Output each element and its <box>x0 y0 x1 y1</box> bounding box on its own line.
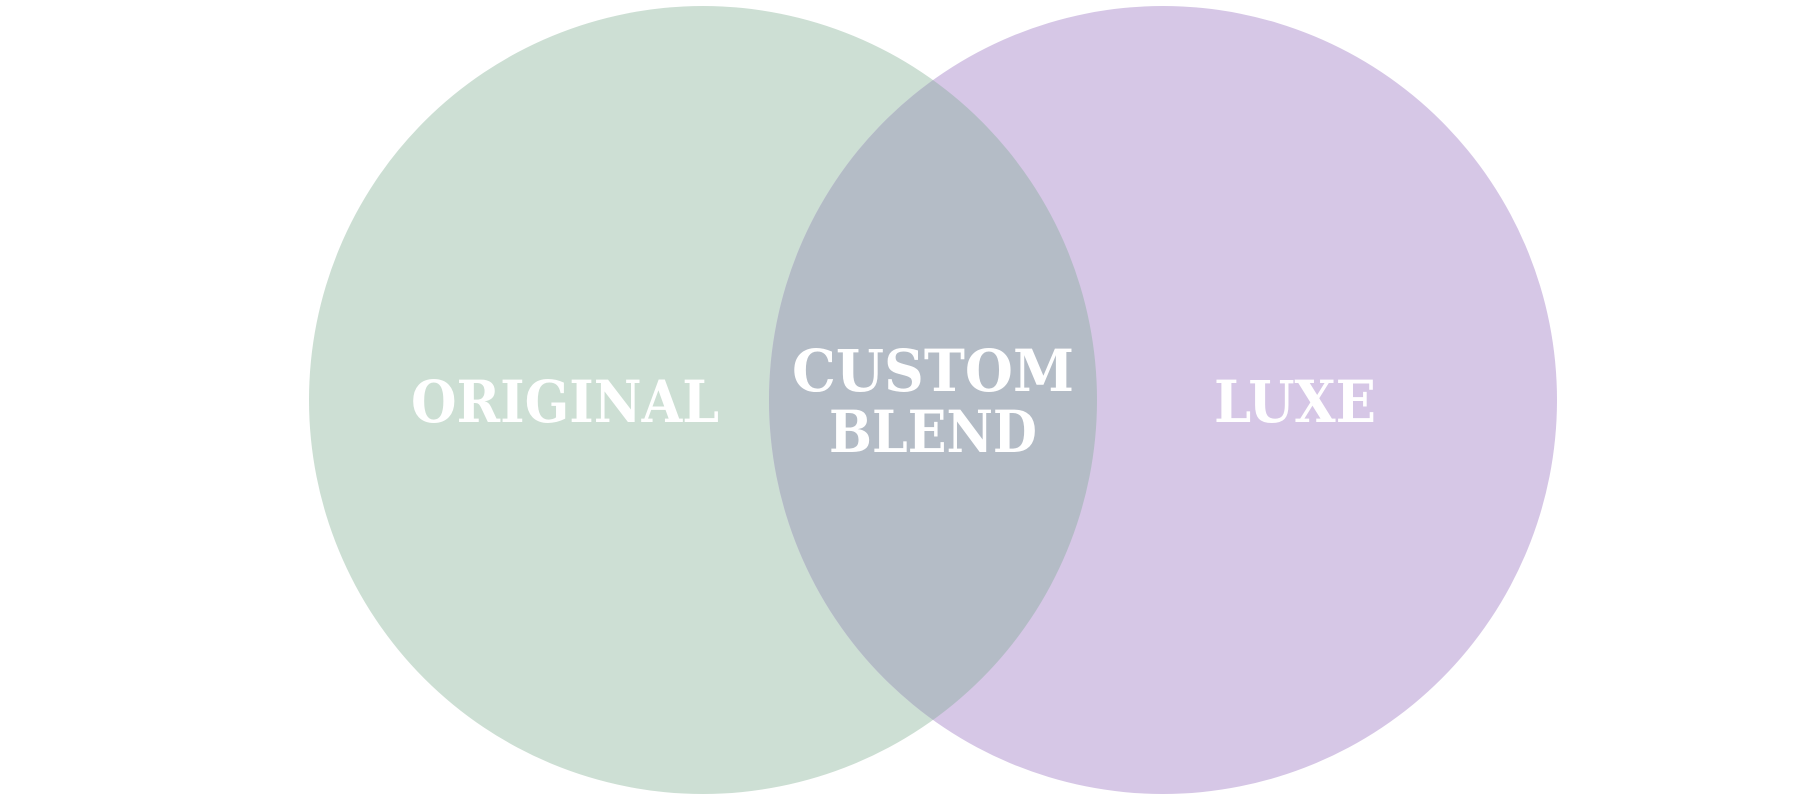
custom-blend-label-line-2: BLEND <box>829 398 1037 466</box>
custom-blend-label-line-1: CUSTOM <box>792 337 1074 405</box>
custom-blend-overlap <box>769 6 1097 794</box>
original-label: ORIGINAL <box>411 368 719 436</box>
luxe-label: LUXE <box>1214 368 1376 436</box>
